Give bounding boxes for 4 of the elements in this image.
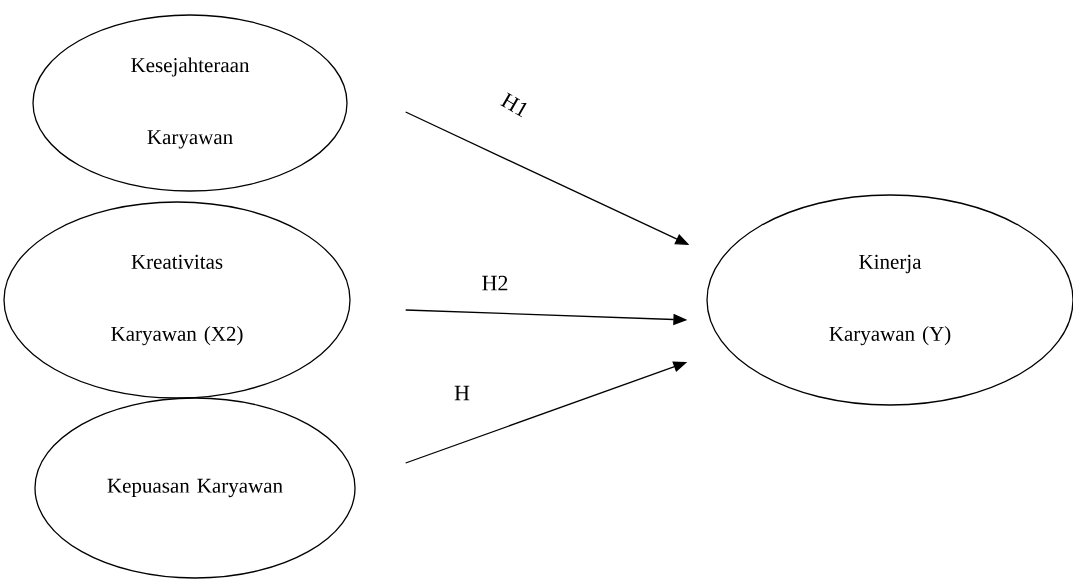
edge-label: H1 (498, 90, 532, 120)
ellipse-node: Kepuasan Karyawan (34, 397, 356, 579)
ellipse-node: Kreativitas Karyawan (X2) (3, 201, 351, 399)
ellipse-node: Kesejahteraan Karyawan (32, 14, 348, 192)
